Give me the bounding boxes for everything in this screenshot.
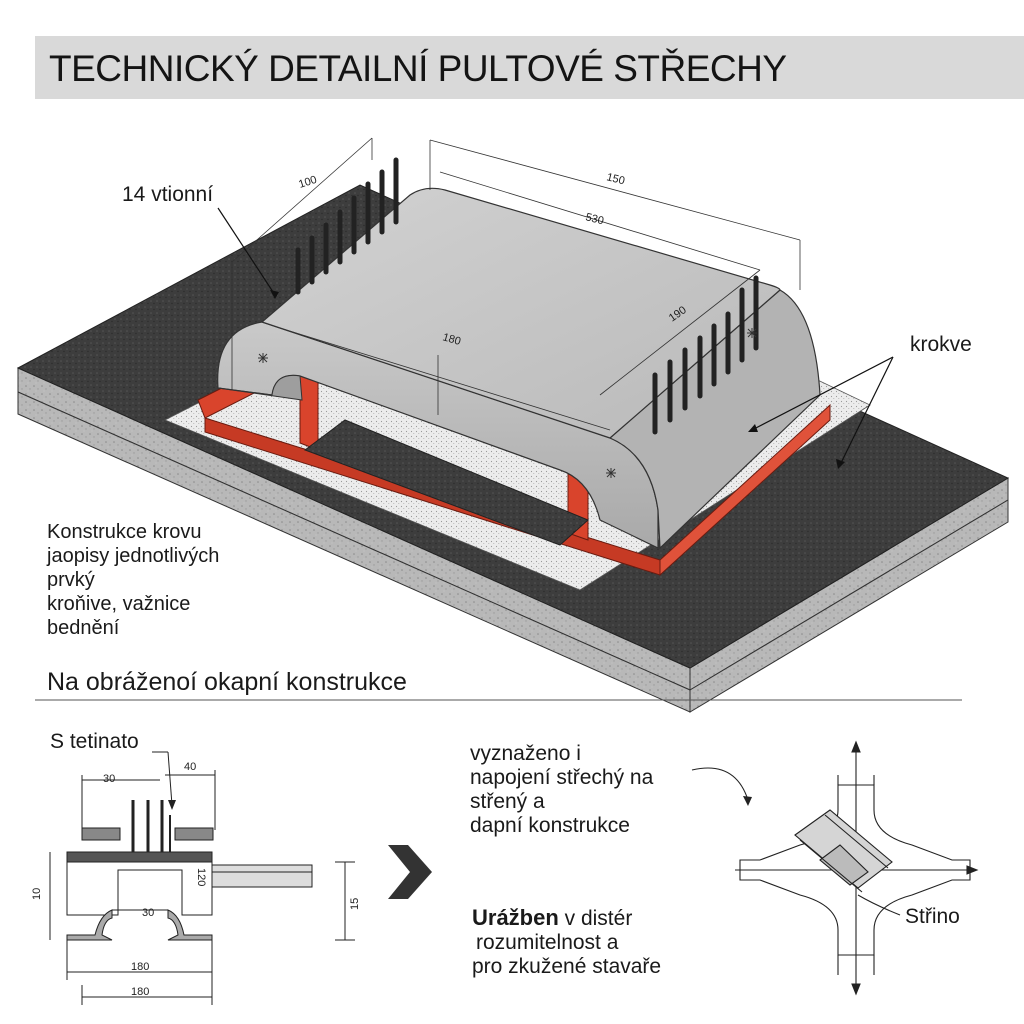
- dim-sec-180-a: 180: [131, 961, 149, 973]
- vyznazeno-line-3: střený a: [470, 790, 545, 813]
- dim-sec-40: 40: [184, 761, 196, 773]
- asterisk-marks: [258, 328, 757, 478]
- label-krokve: krokve: [910, 333, 972, 356]
- arrow-right-icon: [388, 845, 432, 899]
- label-konstrukce: Konstrukce krovu jaopisy jednotlivých pr…: [47, 520, 219, 640]
- dim-sec-180-b: 180: [131, 986, 149, 998]
- dim-sec-30-top: 30: [103, 773, 115, 785]
- section-heading: Na obráženoí okapní konstrukce: [47, 668, 407, 696]
- dim-sec-120: 120: [195, 868, 207, 886]
- vyznazeno-line-2: napojení střechý na: [470, 766, 654, 789]
- label-vtioni: 14 vtionní: [122, 183, 214, 206]
- slab-right-lower: [689, 499, 1009, 713]
- dim-iso-180: 180: [441, 331, 462, 348]
- dim-iso-150: 150: [605, 171, 626, 187]
- vyznazeno-line-4: dapní konstrukce: [470, 814, 630, 837]
- section-leader-arrow: [168, 800, 176, 810]
- konstrukce-line-3: prvký: [47, 569, 95, 591]
- rods-right: [652, 275, 759, 435]
- red-frame-right: [659, 403, 831, 577]
- red-post-left: [299, 374, 319, 451]
- rods-left: [295, 157, 399, 295]
- iso-leaders: [217, 207, 894, 466]
- vyznazeno-line-1: vyznaženo i: [470, 742, 581, 765]
- konstrukce-line-1: Konstrukce krovu: [47, 521, 202, 543]
- label-s-tetinato: S tetinato: [50, 730, 139, 753]
- konstrukce-line-5: bednění: [47, 617, 120, 639]
- dim-sec-30-mid: 30: [142, 907, 154, 919]
- label-strino: Střino: [905, 905, 960, 928]
- urazben-line-2: rozumitelnost a: [476, 931, 619, 954]
- urazben-rest: v distér: [558, 907, 633, 930]
- urazben-line-1: Urážben v distér: [472, 906, 661, 931]
- leader-arrow-1: [270, 290, 279, 299]
- section-drawing: [49, 751, 355, 1005]
- urazben-line-3: pro zkužené stavaře: [472, 955, 662, 978]
- dim-iso-530: 530: [584, 211, 605, 227]
- konstrukce-line-4: kroňive, važnice: [47, 593, 191, 615]
- urazben-bold: Urážben: [472, 905, 559, 930]
- curved-arrow-head: [743, 796, 752, 806]
- label-urazben: Urážben v distér rozumitelnost a pro zku…: [472, 906, 661, 979]
- label-vyznazeno: vyznaženo i napojení střechý na střený a…: [470, 742, 653, 838]
- dim-iso-100: 100: [297, 174, 318, 191]
- gutter-plate: [303, 419, 589, 546]
- page-title: TECHNICKÝ DETAILNÍ PULTOVÉ STŘECHY: [49, 48, 787, 89]
- roof-front-fascia: [217, 374, 303, 401]
- iso-dimension-lines: [231, 137, 801, 431]
- leader-arrow-2: [748, 424, 758, 432]
- roof-top: [260, 187, 781, 439]
- title-bar: TECHNICKÝ DETAILNÍ PULTOVÉ STŘECHY: [35, 36, 1024, 99]
- dim-sec-10: 10: [31, 888, 43, 900]
- konstrukce-line-2: jaopisy jednotlivých: [47, 545, 220, 567]
- roof-body: [217, 187, 821, 550]
- dim-sec-15: 15: [349, 898, 361, 910]
- leader-arrow-3: [836, 459, 845, 469]
- joint-detail: [691, 740, 979, 996]
